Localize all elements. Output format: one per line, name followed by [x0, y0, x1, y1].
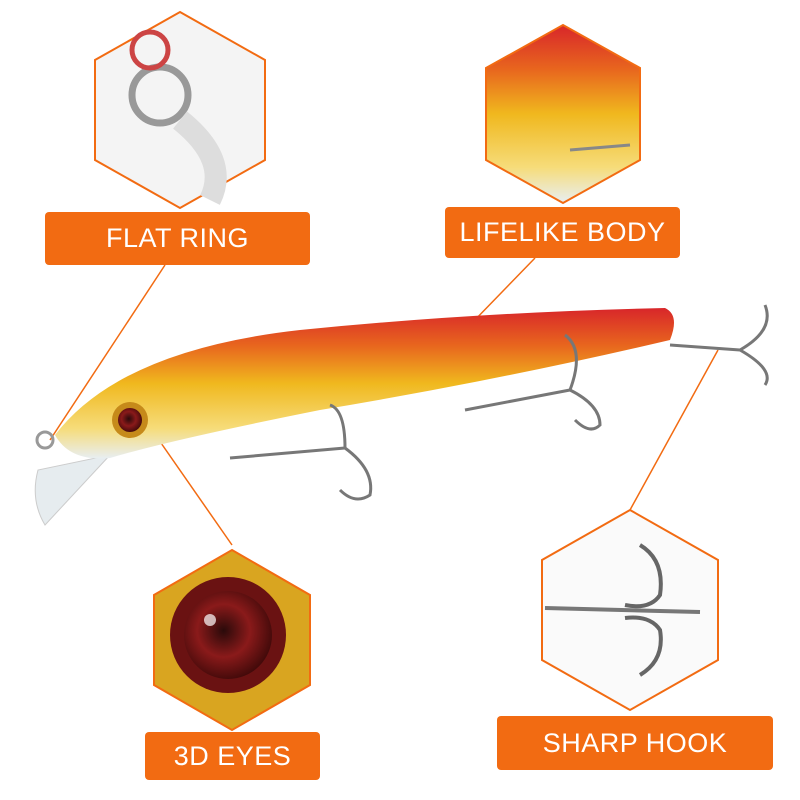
hex-lifelike-body — [485, 23, 641, 205]
callout-lifelike-body: LIFELIKE BODY — [445, 207, 680, 258]
callout-label: 3D EYES — [173, 740, 292, 771]
callout-label: LIFELIKE BODY — [459, 217, 666, 247]
hex-flat-ring — [94, 10, 266, 210]
lure-body — [34, 308, 674, 526]
callout-3d-eyes: 3D EYES — [145, 732, 320, 780]
callout-flat-ring: FLAT RING — [45, 212, 310, 265]
treble-hooks — [229, 304, 769, 501]
callout-label: SHARP HOOK — [542, 727, 728, 758]
callout-sharp-hook: SHARP HOOK — [497, 716, 773, 770]
hex-3d-eyes — [153, 548, 311, 732]
hex-sharp-hook — [541, 508, 719, 712]
callout-label: FLAT RING — [105, 223, 250, 253]
